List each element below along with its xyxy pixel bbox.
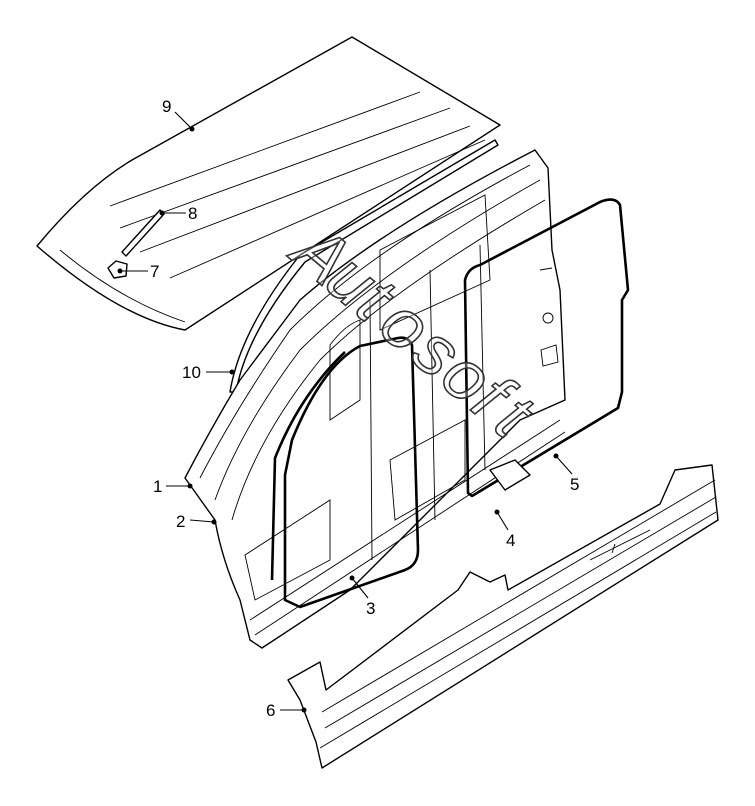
callout-5: 5 [553,453,579,494]
rear-door-seal [463,198,630,498]
callout-10: 10 [182,363,235,382]
callout-4: 4 [494,509,515,550]
callout-1: 1 [153,477,193,496]
callout-3: 3 [349,575,375,618]
svg-text:10: 10 [182,363,201,382]
callout-7: 7 [117,262,159,281]
svg-text:2: 2 [176,512,185,531]
body-side-panel [184,149,566,649]
svg-text:9: 9 [162,97,171,116]
front-door-seal [270,336,420,609]
svg-text:1: 1 [153,477,162,496]
svg-text:4: 4 [506,531,515,550]
watermark: A u t o s o f t [276,206,550,454]
svg-text:8: 8 [188,204,197,223]
svg-text:3: 3 [366,599,375,618]
drip-moulding [229,139,499,393]
callout-2: 2 [176,512,217,531]
seal-bracket [489,459,531,491]
callout-6: 6 [266,701,307,720]
callout-9: 9 [162,97,195,132]
roof-clip [107,260,128,279]
svg-text:6: 6 [266,701,275,720]
rocker-panel [287,464,719,769]
callout-8: 8 [159,204,197,223]
svg-text:7: 7 [150,262,159,281]
roof-panel [36,36,501,331]
svg-text:5: 5 [570,475,579,494]
